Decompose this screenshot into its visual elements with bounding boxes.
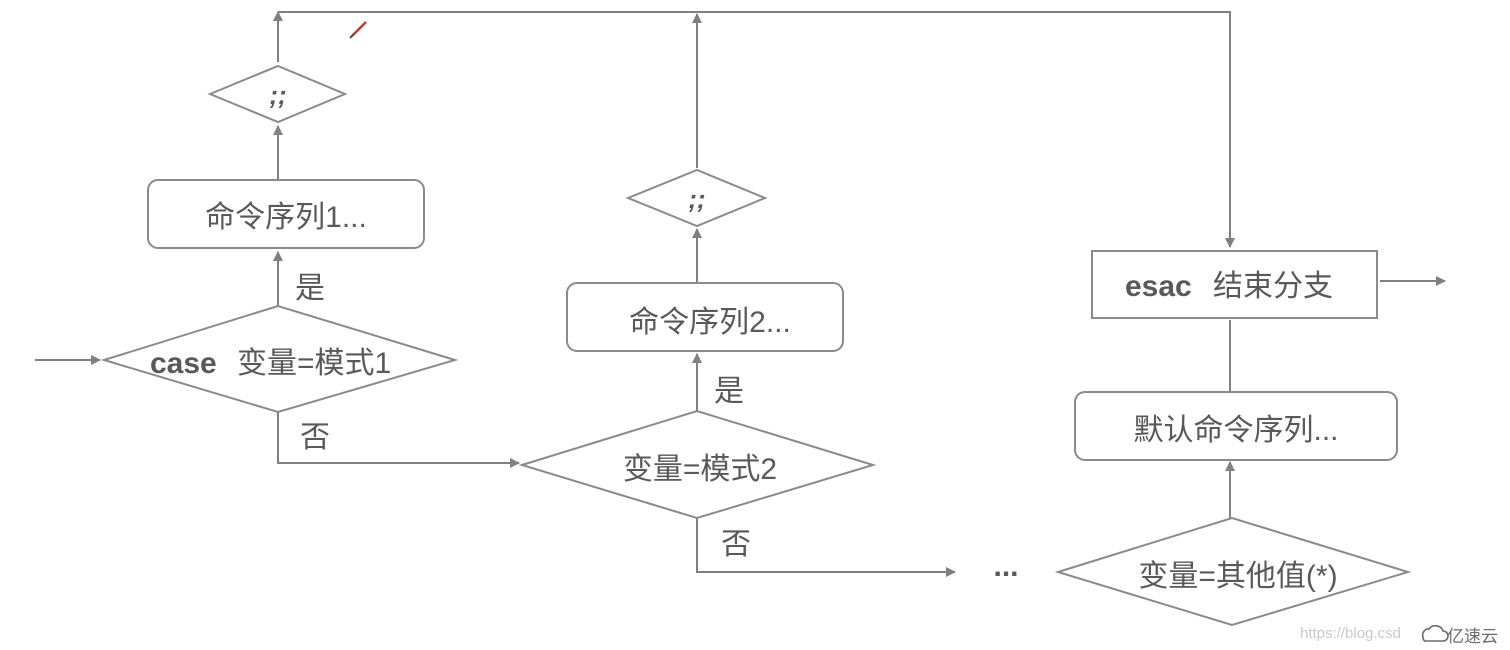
decision-2: [518, 409, 877, 520]
command-box-1: [147, 179, 425, 249]
top-return-line: [278, 11, 1235, 248]
ellipsis: ...: [993, 550, 1018, 583]
default-command-box: [1074, 391, 1398, 461]
command-2-label: 命令序列2...: [629, 306, 791, 339]
command-1-label: 命令序列1...: [205, 201, 367, 234]
command-box-2: [566, 282, 844, 352]
terminator-2-label: ;;: [688, 184, 705, 214]
default-command-label: 默认命令序列...: [1133, 414, 1338, 447]
watermark-text: https://blog.csd: [1300, 625, 1401, 642]
esac-keyword: esac: [1125, 270, 1192, 303]
condition-default-label: 变量=其他值(*): [1138, 560, 1337, 593]
terminator-diamond-2: [625, 168, 768, 228]
no-arrow-2: [696, 518, 956, 577]
case-condition: 变量=模式1: [237, 347, 391, 380]
no-arrow-1: [277, 412, 520, 468]
esac-label: 结束分支: [1213, 270, 1333, 303]
no-label-1: 否: [300, 421, 330, 454]
yes-label-1: 是: [295, 272, 325, 305]
terminator-diamond-1: [207, 64, 348, 124]
terminator-1-label: ;;: [269, 80, 286, 110]
case-keyword: case: [150, 347, 217, 380]
cloud-logo-icon: [1421, 624, 1449, 642]
condition-2-label: 变量=模式2: [623, 453, 777, 486]
pen-icon: [349, 21, 367, 39]
default-decision: [1054, 516, 1412, 627]
no-label-2: 否: [721, 528, 751, 561]
logo-text: 亿速云: [1447, 627, 1498, 647]
esac-box: [1091, 250, 1378, 319]
yes-label-2: 是: [714, 375, 744, 408]
case-decision: [100, 304, 459, 414]
